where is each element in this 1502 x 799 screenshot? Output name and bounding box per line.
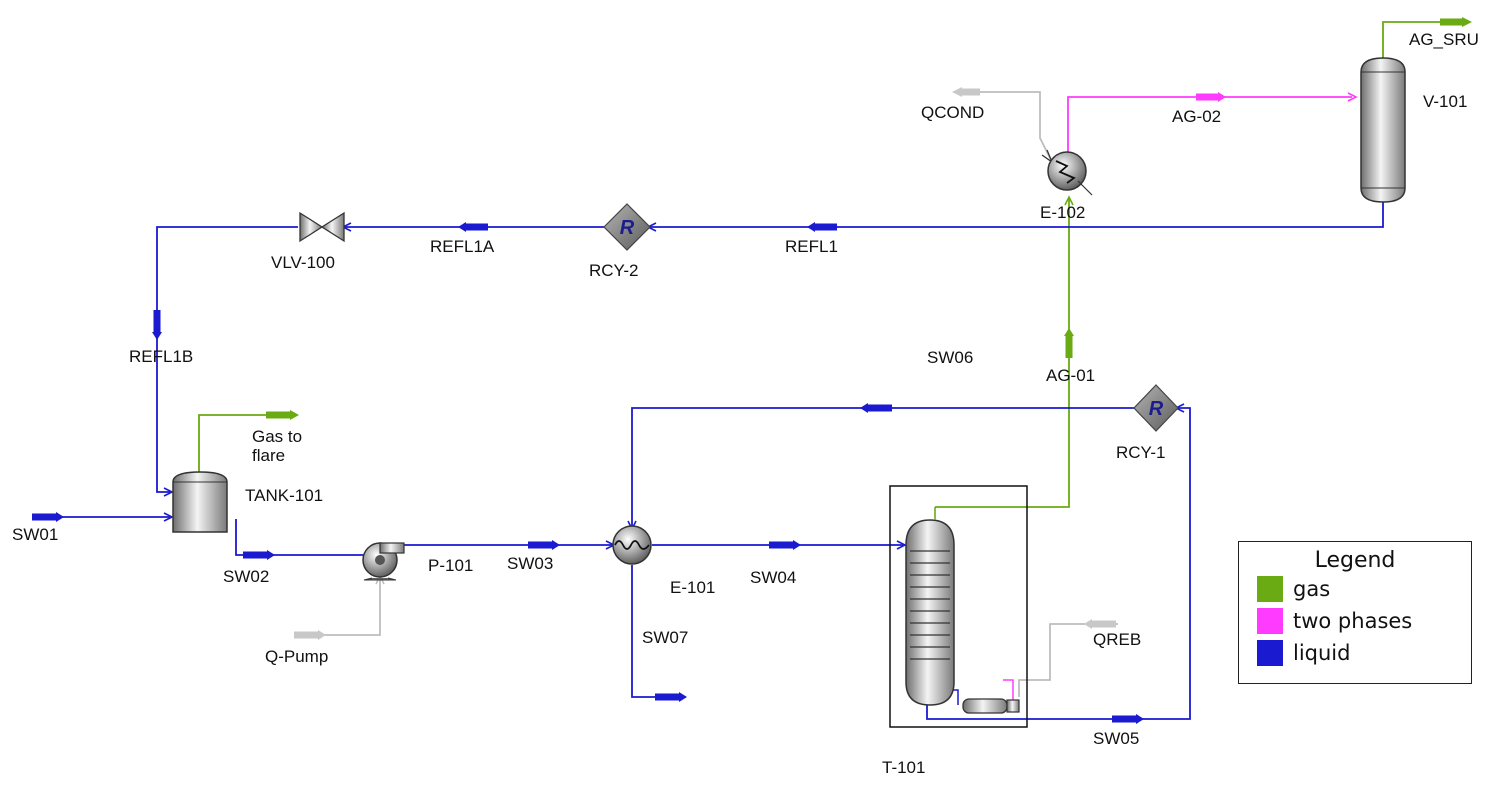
label-sw04: SW04: [750, 568, 796, 587]
label-qcond: QCOND: [921, 103, 984, 122]
reboiler: [962, 698, 1020, 714]
label-qreb: QREB: [1093, 630, 1141, 649]
stream-refl1-line: [650, 202, 1384, 228]
legend-label-liquid: liquid: [1293, 641, 1351, 665]
label-rcy1: RCY-1: [1116, 443, 1165, 462]
label-p101: P-101: [428, 556, 473, 575]
stream-refl1a-arrow: [466, 223, 488, 231]
stream-ag02-arrow: [1196, 93, 1218, 101]
label-sw05: SW05: [1093, 729, 1139, 748]
stream-qreb-line: [1018, 623, 1118, 697]
stream-refl1b-line: [156, 226, 298, 493]
label-tank101: TANK-101: [245, 486, 323, 505]
legend-label-two-phases: two phases: [1293, 609, 1413, 633]
label-vlv100: VLV-100: [271, 253, 335, 272]
pump-p101[interactable]: [362, 542, 405, 581]
stream-sw03-arrow: [528, 541, 552, 549]
valve-vlv100[interactable]: [299, 211, 345, 243]
legend-item-two-phases: two phases: [1257, 605, 1471, 637]
label-sw01: SW01: [12, 525, 58, 544]
stream-qcond-line: [960, 91, 1053, 163]
label-q-pump: Q-Pump: [265, 647, 328, 666]
label-ag01: AG-01: [1046, 366, 1095, 385]
legend-item-liquid: liquid: [1257, 637, 1471, 669]
stream-qreb-arrow: [1092, 620, 1116, 628]
label-refl1a: REFL1A: [430, 237, 495, 256]
stream-ag01-arrow: [1065, 336, 1073, 358]
legend-item-gas: gas: [1257, 573, 1471, 605]
stream-sw02-line: [235, 519, 372, 556]
legend-title: Legend: [1314, 548, 1396, 573]
label-t101: T-101: [882, 758, 925, 777]
stream-ag-sru-line: [1382, 21, 1468, 58]
stream-ag01-line: [935, 198, 1070, 508]
stream-ag-sru-arrow: [1440, 18, 1462, 26]
stream-sw02-arrow: [243, 551, 267, 559]
stream-gas-to-flare-line: [198, 414, 290, 472]
stream-sw04-arrow: [769, 541, 793, 549]
heat-exchanger-e101[interactable]: [612, 525, 652, 565]
label-sw06: SW06: [927, 348, 973, 367]
recycle-rcy1[interactable]: R: [1133, 384, 1179, 432]
stream-sw06-arrow: [868, 404, 892, 412]
stream-q-pump-line: [294, 578, 381, 636]
rcy1-symbol: R: [1149, 398, 1164, 420]
legend-swatch-liquid: [1257, 640, 1283, 666]
legend: Legend gas two phases liquid: [1238, 541, 1472, 684]
recycle-rcy2[interactable]: R: [603, 203, 651, 251]
label-sw07: SW07: [642, 628, 688, 647]
stream-ag02-line: [1067, 96, 1352, 160]
label-v101: V-101: [1423, 92, 1467, 111]
label-e102: E-102: [1040, 203, 1085, 222]
stream-sw05-arrow: [1112, 715, 1136, 723]
stream-qcond-arrow: [962, 88, 980, 96]
column-t101[interactable]: [889, 485, 1028, 728]
t101-subflowsheet-frame: [889, 485, 1028, 728]
legend-swatch-gas: [1257, 576, 1283, 602]
stream-gas-to-flare-arrow: [266, 411, 290, 419]
label-gas-to-flare-1: Gas to: [252, 427, 302, 446]
label-ag-sru: AG_SRU: [1409, 30, 1479, 49]
stream-sw05-line: [926, 407, 1191, 720]
stream-q-pump-arrow: [294, 631, 318, 639]
label-refl1: REFL1: [785, 237, 838, 256]
label-sw03: SW03: [507, 554, 553, 573]
legend-label-gas: gas: [1293, 577, 1331, 601]
legend-swatch-two-phases: [1257, 608, 1283, 634]
condenser-e102[interactable]: [1047, 151, 1093, 196]
vessel-v101[interactable]: [1360, 57, 1406, 203]
stream-sw07-arrow: [655, 693, 679, 701]
rcy2-symbol: R: [620, 217, 635, 239]
label-rcy2: RCY-2: [589, 261, 638, 280]
stream-refl1b-arrow: [153, 310, 161, 332]
stream-sw01-arrow: [32, 513, 56, 521]
label-sw02: SW02: [223, 567, 269, 586]
label-ag02: AG-02: [1172, 107, 1221, 126]
label-e101: E-101: [670, 578, 715, 597]
label-refl1b: REFL1B: [129, 347, 193, 366]
stream-sw06-line: [631, 407, 1134, 527]
stream-refl1-arrow: [815, 223, 837, 231]
label-gas-to-flare-2: flare: [252, 446, 285, 465]
tank-tank101[interactable]: [172, 471, 228, 533]
